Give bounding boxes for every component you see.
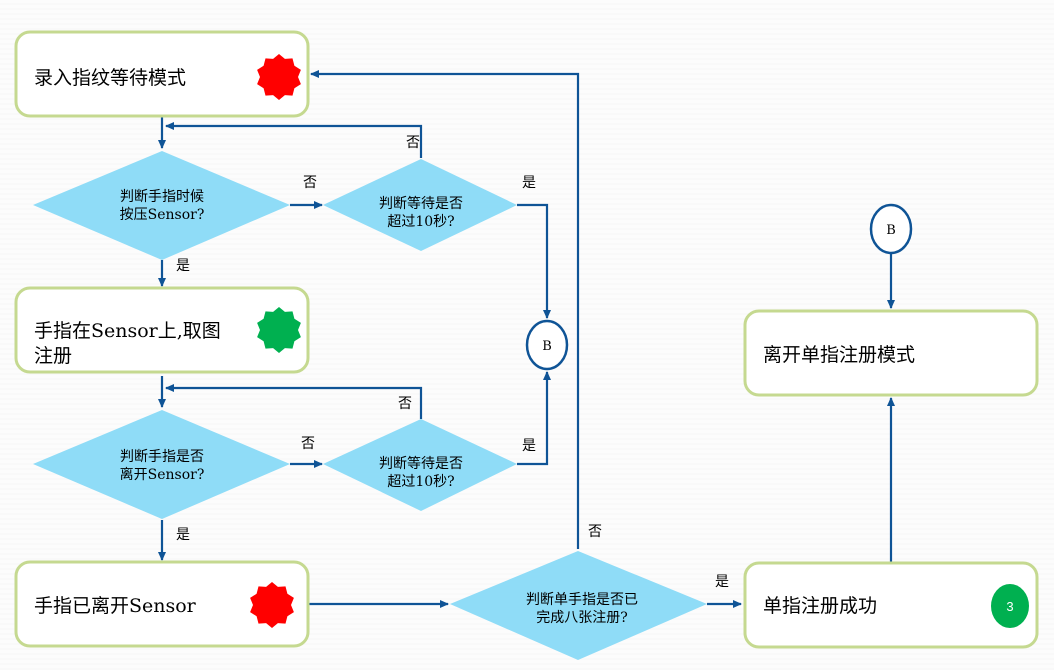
process-node-finger-left[interactable]: 手指已离开Sensor xyxy=(14,560,310,648)
decision-label-line1: 判断等待是否 xyxy=(379,195,463,212)
decision-label-line1: 判断等待是否 xyxy=(379,455,463,472)
process-node-enroll-wait[interactable]: 录入指纹等待模式 xyxy=(14,30,310,118)
label-no-eight: 否 xyxy=(588,524,602,540)
edge-timeout1-yes-to-b xyxy=(517,203,551,319)
decision-label-line1: 判断手指时候 xyxy=(120,189,204,205)
edge-timeout2-yes-to-b xyxy=(517,371,551,466)
decision-label-line1: 判断单手指是否已 xyxy=(526,592,638,608)
label-yes-leave: 是 xyxy=(176,527,190,543)
red-starburst-icon xyxy=(257,54,301,100)
label-yes-timeout2: 是 xyxy=(522,438,536,454)
red-starburst-icon xyxy=(250,582,294,628)
step-badge-number: 3 xyxy=(1006,599,1013,614)
node-label: 单指注册成功 xyxy=(763,595,877,617)
connector-label: B xyxy=(542,339,552,354)
label-no-leave: 否 xyxy=(301,436,315,452)
process-node-leave-mode[interactable]: 离开单指注册模式 xyxy=(743,309,1039,397)
node-label: 手指已离开Sensor xyxy=(34,595,197,617)
decision-label-line2: 按压Sensor? xyxy=(120,207,205,223)
decision-press-check[interactable]: 判断手指时候 按压Sensor? xyxy=(33,151,290,260)
decision-label-line2: 超过10秒? xyxy=(387,214,454,230)
connector-label: B xyxy=(886,223,896,238)
connector-b-left[interactable]: B xyxy=(525,319,569,371)
node-label-line1: 手指在Sensor上,取图 xyxy=(34,320,221,342)
decision-timeout-1[interactable]: 判断等待是否 超过10秒? xyxy=(323,159,517,251)
label-no-timeout1-loop: 否 xyxy=(406,135,420,151)
process-node-enroll-success[interactable]: 单指注册成功 3 xyxy=(743,561,1039,649)
node-label-line2: 注册 xyxy=(34,345,72,367)
node-label: 离开单指注册模式 xyxy=(763,344,915,366)
connector-lines xyxy=(158,70,895,608)
decision-label-line2: 离开Sensor? xyxy=(120,466,205,483)
process-node-finger-on-sensor[interactable]: 手指在Sensor上,取图 注册 xyxy=(14,286,310,374)
green-starburst-icon xyxy=(257,307,301,353)
decision-label-line2: 完成八张注册? xyxy=(536,610,628,626)
decision-leave-check[interactable]: 判断手指是否 离开Sensor? xyxy=(33,410,290,519)
edge-timeout2-no-loop xyxy=(165,384,423,419)
decision-label-line2: 超过10秒? xyxy=(387,474,454,490)
edge-labels: 否 否 是 是 否 否 是 是 否 是 xyxy=(176,135,729,590)
connector-b-right[interactable]: B xyxy=(869,203,913,255)
label-yes-timeout1: 是 xyxy=(522,175,536,191)
label-yes-eight: 是 xyxy=(715,574,729,590)
label-no-timeout2-loop: 否 xyxy=(398,396,412,412)
step-badge xyxy=(991,584,1029,628)
decision-timeout-2[interactable]: 判断等待是否 超过10秒? xyxy=(323,419,517,511)
label-yes-press: 是 xyxy=(176,258,190,274)
edge-eight-no-to-enroll xyxy=(310,70,580,549)
node-label: 录入指纹等待模式 xyxy=(34,67,186,89)
decision-eight-check[interactable]: 判断单手指是否已 完成八张注册? xyxy=(450,551,707,660)
edge-timeout1-no-loop xyxy=(165,122,423,158)
label-no-press: 否 xyxy=(303,175,317,191)
decision-label-line1: 判断手指是否 xyxy=(120,449,204,465)
